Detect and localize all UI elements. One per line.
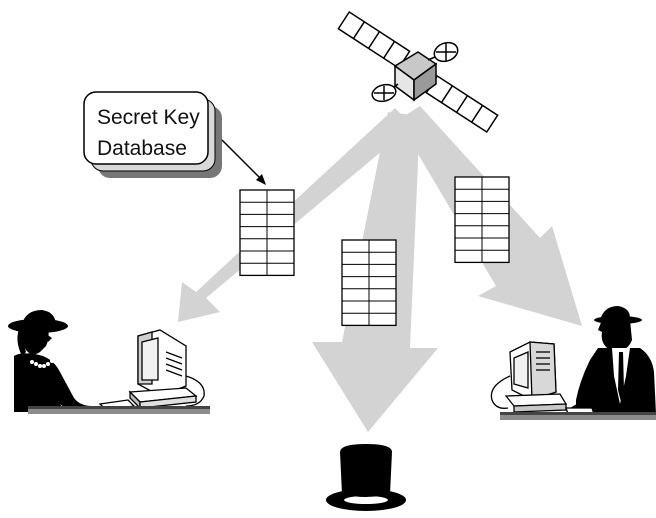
desk-right bbox=[500, 414, 656, 420]
callout-arrowhead bbox=[256, 174, 266, 185]
key-table-left bbox=[239, 189, 295, 277]
key-table-center bbox=[341, 239, 397, 327]
top-hat-icon bbox=[326, 444, 406, 511]
woman-icon bbox=[8, 310, 100, 412]
callout-label-line1: Secret Key bbox=[97, 106, 200, 129]
key-tables bbox=[239, 176, 510, 327]
desk-left bbox=[28, 408, 210, 414]
satellite-icon bbox=[337, 10, 499, 134]
computer-icon bbox=[490, 341, 595, 415]
key-table-right bbox=[454, 176, 510, 264]
computer-icon bbox=[98, 329, 205, 411]
beam-left-arrow bbox=[178, 108, 412, 322]
callout-label-line2: Database bbox=[97, 137, 187, 160]
desk-right-edge bbox=[500, 412, 656, 415]
secret-key-database-callout: Secret Key Database bbox=[83, 91, 266, 185]
callout-pointer bbox=[221, 139, 263, 181]
man-with-hat-icon bbox=[570, 306, 656, 414]
desk-left-edge bbox=[28, 406, 210, 409]
